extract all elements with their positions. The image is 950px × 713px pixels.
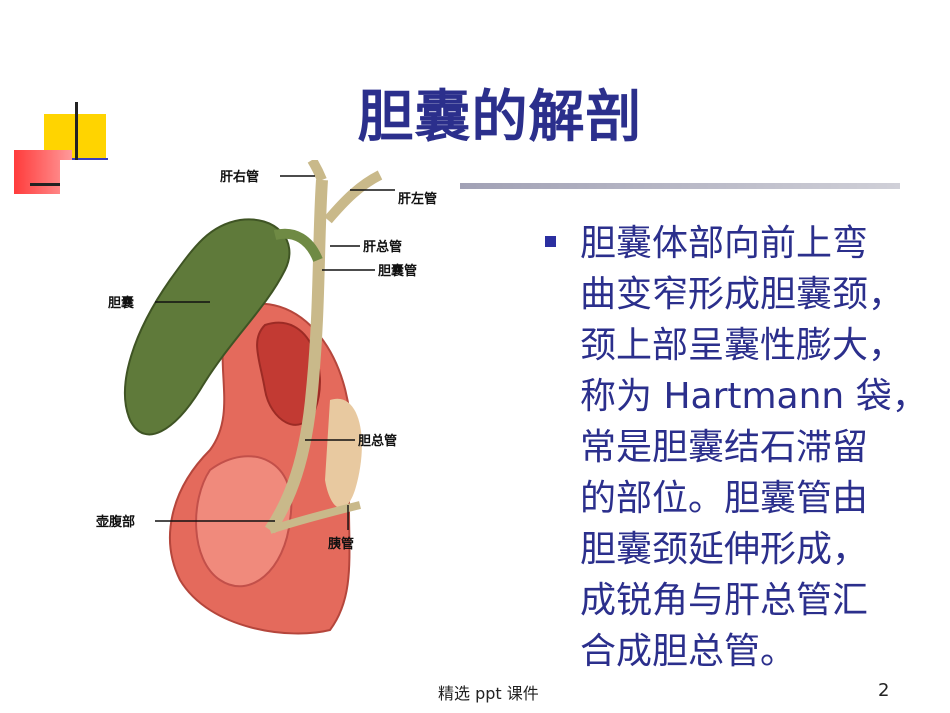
footer-text: 精选 ppt 课件 — [438, 684, 539, 703]
label-common-bile-duct: 胆总管 — [358, 433, 397, 449]
deco-vertical-line — [75, 102, 78, 202]
gallbladder-shape — [123, 218, 291, 436]
label-ampulla: 壶腹部 — [96, 514, 135, 530]
pancreas-tissue — [325, 398, 362, 509]
label-cystic-duct: 胆囊管 — [378, 263, 417, 279]
right-hepatic-duct-shape — [307, 160, 327, 182]
bullet-square-icon — [545, 236, 556, 247]
cystic-duct-shape — [273, 228, 323, 263]
title-divider — [60, 183, 900, 189]
label-left-hepatic-duct: 肝左管 — [398, 191, 437, 207]
page-number: 2 — [878, 680, 890, 701]
pancreatic-duct-shape — [268, 501, 361, 534]
bullet-text: 胆囊体部向前上弯 曲变窄形成胆囊颈， 颈上部呈囊性膨大， 称为 Hartmann… — [580, 223, 928, 672]
label-common-hepatic-duct: 肝总管 — [363, 239, 402, 255]
label-pancreatic-duct: 胰管 — [328, 536, 354, 552]
duodenum-lumen-upper — [256, 321, 321, 426]
label-gallbladder: 胆囊 — [108, 295, 135, 311]
left-hepatic-duct-shape — [324, 170, 383, 224]
slide-title: 胆囊的解剖 — [357, 85, 643, 150]
gallbladder-anatomy-figure: 肝右管 肝左管 肝总管 胆囊管 胆囊 胆总管 壶腹部 胰管 — [60, 160, 460, 640]
label-right-hepatic-duct: 肝右管 — [220, 169, 259, 185]
common-bile-duct-shape — [265, 179, 328, 534]
